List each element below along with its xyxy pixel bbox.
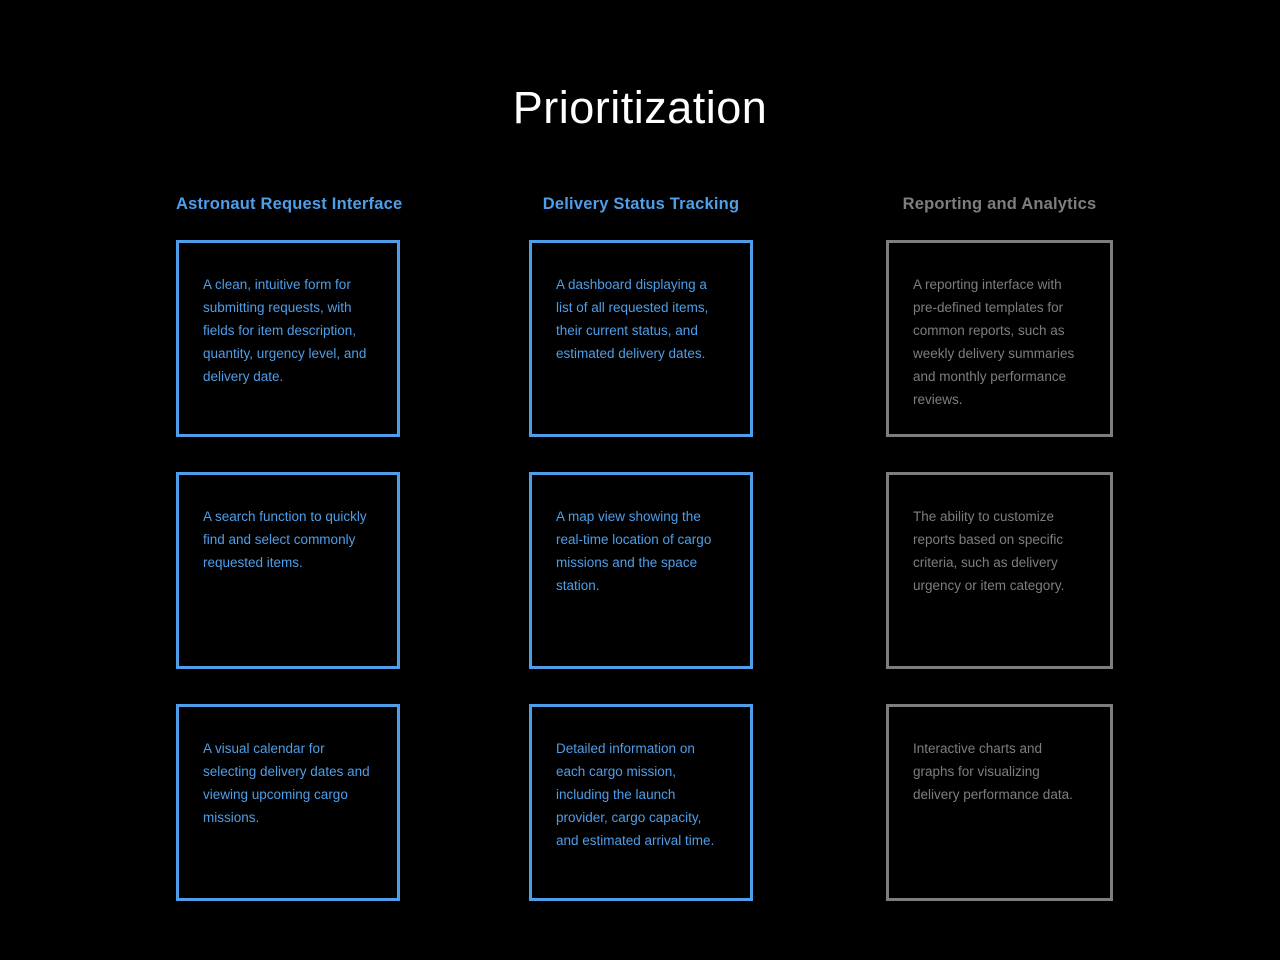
card[interactable]: A dashboard displaying a list of all req… xyxy=(529,240,753,437)
column-header: Reporting and Analytics xyxy=(902,195,1097,213)
card[interactable]: Detailed information on each cargo missi… xyxy=(529,704,753,901)
card[interactable]: The ability to customize reports based o… xyxy=(886,472,1113,669)
card-text: A search function to quickly find and se… xyxy=(203,509,367,570)
column-header: Astronaut Request Interface xyxy=(176,195,403,213)
card-text: A dashboard displaying a list of all req… xyxy=(556,277,709,361)
card-text: Detailed information on each cargo missi… xyxy=(556,741,715,848)
page-title: Prioritization xyxy=(512,82,768,134)
column-header: Delivery Status Tracking xyxy=(542,195,740,213)
card[interactable]: A search function to quickly find and se… xyxy=(176,472,400,669)
column-astronaut-request-interface: Astronaut Request Interface A clean, int… xyxy=(176,194,403,936)
card-text: A clean, intuitive form for submitting r… xyxy=(203,277,367,384)
card-text: A map view showing the real-time locatio… xyxy=(556,509,712,593)
card-text: A reporting interface with pre-defined t… xyxy=(913,277,1075,407)
column-reporting-and-analytics: Reporting and Analytics A reporting inte… xyxy=(886,194,1113,936)
card[interactable]: Interactive charts and graphs for visual… xyxy=(886,704,1113,901)
card-text: The ability to customize reports based o… xyxy=(913,509,1065,593)
card-text: A visual calendar for selecting delivery… xyxy=(203,741,370,825)
card[interactable]: A reporting interface with pre-defined t… xyxy=(886,240,1113,437)
card[interactable]: A visual calendar for selecting delivery… xyxy=(176,704,400,901)
card-text: Interactive charts and graphs for visual… xyxy=(913,741,1073,802)
column-delivery-status-tracking: Delivery Status Tracking A dashboard dis… xyxy=(529,194,753,936)
card[interactable]: A map view showing the real-time locatio… xyxy=(529,472,753,669)
card[interactable]: A clean, intuitive form for submitting r… xyxy=(176,240,400,437)
